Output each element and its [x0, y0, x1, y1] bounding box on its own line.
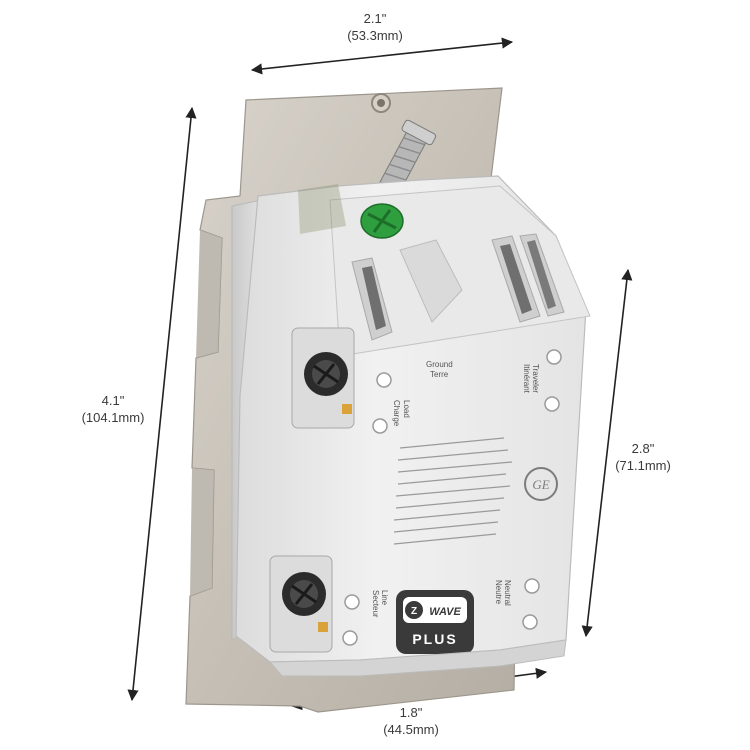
traveler-label: Traveler: [531, 364, 540, 393]
dimension-imperial: 4.1": [101, 393, 125, 408]
traveler-label-fr: Itinérant: [522, 364, 531, 394]
load-terminal: [291, 327, 355, 429]
line-label: Line: [380, 590, 389, 606]
neutral-label: Neutral: [503, 580, 512, 606]
dimension-label-width-bottom: 1.8" (44.5mm): [366, 704, 456, 738]
dimension-imperial: 2.1": [363, 11, 387, 26]
ground-screw: [360, 203, 404, 239]
dimension-label-height-left: 4.1" (104.1mm): [68, 392, 158, 426]
housing-bottom-rim: [268, 639, 567, 677]
line-label-fr: Secteur: [371, 590, 380, 618]
ge-logo: GE: [524, 467, 558, 501]
terminal-holes: [342, 349, 562, 646]
switch-housing: [235, 175, 591, 663]
dimension-metric: (44.5mm): [383, 722, 439, 737]
line-terminal: [269, 555, 333, 653]
dimension-label-width-top: 2.1" (53.3mm): [330, 10, 420, 44]
dimension-line-left: [127, 106, 197, 702]
ground-label: Ground: [426, 360, 453, 369]
dimension-line-right: [581, 268, 633, 638]
dimension-imperial: 2.8": [631, 441, 655, 456]
load-label-fr: Charge: [392, 400, 401, 427]
dimension-line-top: [250, 37, 514, 75]
dimension-imperial: 1.8": [399, 705, 423, 720]
dimension-metric: (104.1mm): [81, 410, 145, 425]
ground-label-fr: Terre: [430, 370, 449, 379]
dimension-label-height-right: 2.8" (71.1mm): [598, 440, 688, 474]
svg-text:Z: Z: [411, 606, 417, 617]
load-label: Load: [402, 400, 411, 418]
ge-logo-text: GE: [532, 477, 549, 492]
neutral-label-fr: Neutre: [494, 580, 503, 605]
zwave-badge-top-text: WAVE: [429, 606, 461, 618]
zwave-plus-badge: Z WAVE PLUS: [396, 590, 474, 654]
dimension-metric: (71.1mm): [615, 458, 671, 473]
regulatory-text-block: [393, 437, 513, 545]
dimension-metric: (53.3mm): [347, 28, 403, 43]
zwave-badge-bottom-text: PLUS: [412, 631, 457, 647]
